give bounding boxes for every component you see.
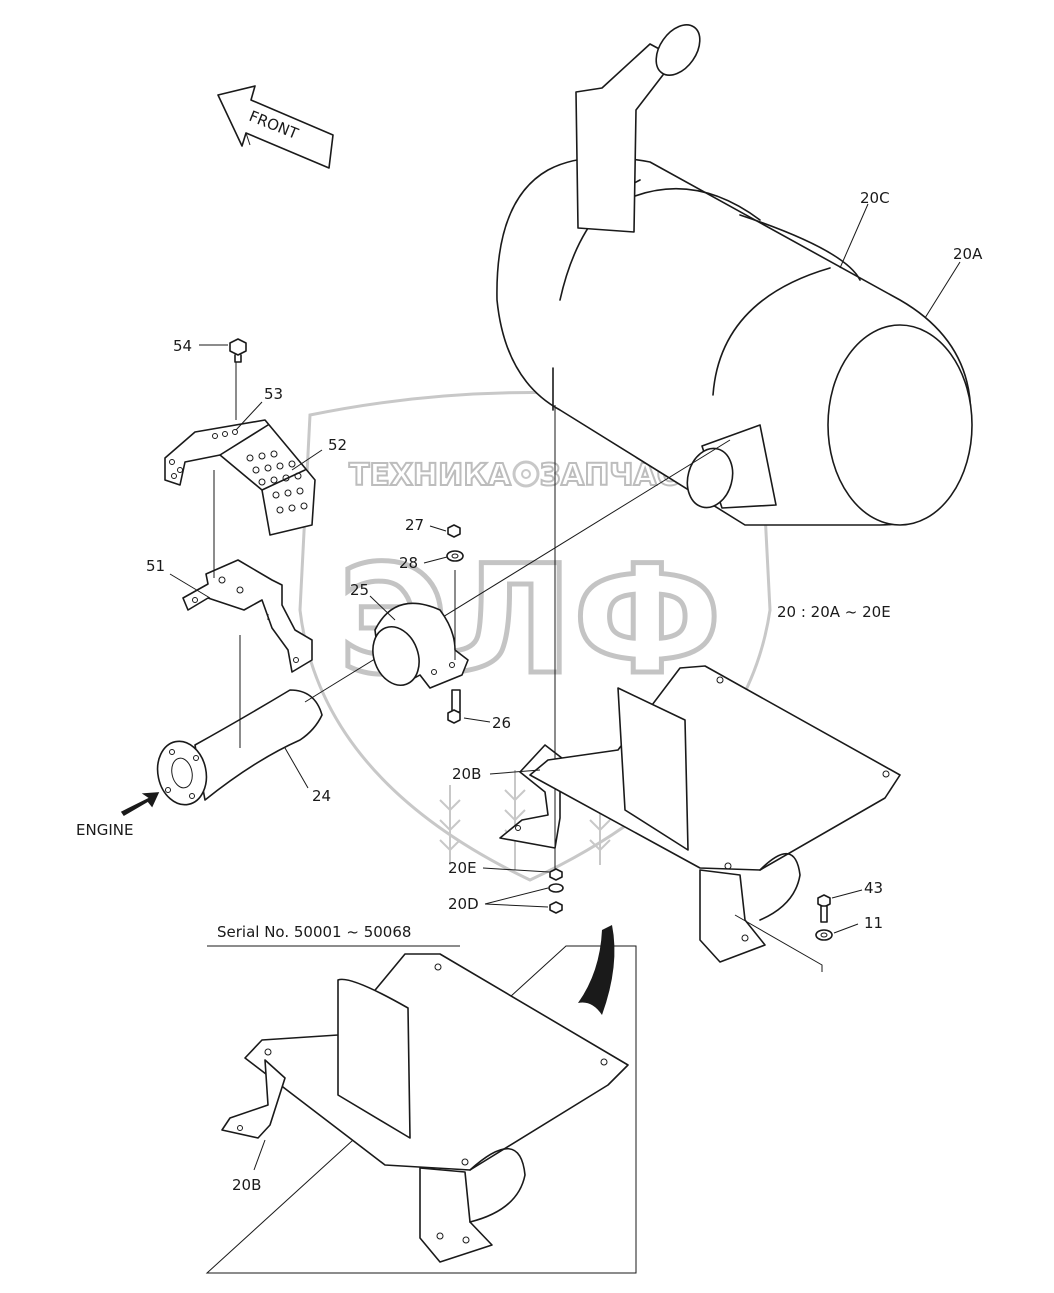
callout-43: 43 (864, 879, 883, 897)
bracket-51 (182, 470, 313, 673)
callout-11: 11 (864, 914, 883, 932)
engine-label: ENGINE (76, 821, 133, 839)
wheat-icon (439, 770, 611, 870)
callout-20C: 20C (860, 189, 890, 207)
exhaust-pipe-24 (156, 439, 731, 806)
front-arrow-icon: FRONT (217, 85, 334, 169)
watermark-text-left: ТЕХНИКА (349, 458, 512, 493)
assembly-note: 20 : 20A ~ 20E (777, 603, 891, 621)
callout-53: 53 (264, 385, 283, 403)
engine-arrow-icon (120, 792, 160, 817)
inset-callout-20B: 20B (232, 1176, 261, 1194)
inset-stand (221, 953, 629, 1263)
callout-27: 27 (405, 516, 424, 534)
bolt-54 (229, 338, 247, 420)
gear-icon (512, 460, 540, 488)
inset-title: Serial No. 50001 ~ 50068 (217, 923, 411, 941)
callout-54: 54 (173, 337, 192, 355)
mounting-stand (529, 665, 901, 972)
nut-20D-upper (548, 883, 564, 893)
nut-27 (447, 524, 461, 538)
callout-20A: 20A (953, 245, 983, 263)
heat-guard-52 (164, 419, 316, 536)
callout-20E: 20E (448, 859, 477, 877)
callout-26: 26 (492, 714, 511, 732)
washer-11 (815, 929, 833, 941)
callout-28: 28 (399, 554, 418, 572)
muffler-20A (496, 24, 973, 526)
callout-24: 24 (312, 787, 331, 805)
clamp-25 (372, 570, 469, 689)
bolt-26 (447, 689, 461, 724)
bolt-43 (817, 894, 831, 923)
callout-20D: 20D (448, 895, 479, 913)
callout-51: 51 (146, 557, 165, 575)
nut-20D-lower (549, 901, 563, 914)
leader-lines (169, 203, 961, 934)
inset-panel: Serial No. 50001 ~ 50068 20B (205, 923, 637, 1274)
callout-25: 25 (350, 581, 369, 599)
callout-52: 52 (328, 436, 347, 454)
callout-20B: 20B (452, 765, 481, 783)
inset-pointer-arrow-icon (578, 925, 615, 1015)
nut-20E (549, 868, 563, 881)
washer-28 (446, 550, 464, 562)
